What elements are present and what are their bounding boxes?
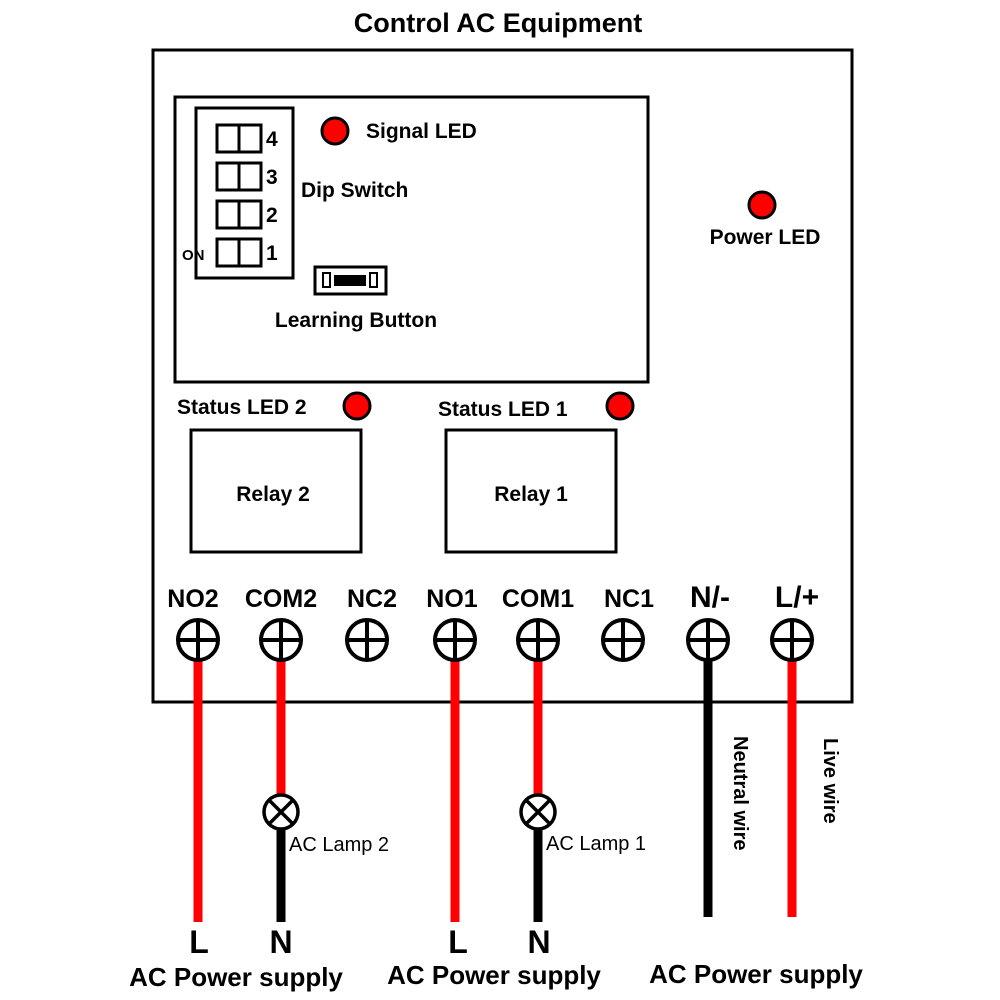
ac-lamp-2-icon (262, 793, 300, 831)
learning-button-label: Learning Button (275, 309, 437, 332)
ac-power-supply-label-2: AC Power supply (387, 960, 601, 990)
ac-power-supply-label-3: AC Power supply (649, 959, 863, 989)
terminal-label-com1: COM1 (502, 585, 574, 613)
wire-end-l-2: L (448, 924, 468, 960)
terminal-label-live: L/+ (775, 581, 819, 614)
dip-on-label: ON (182, 247, 205, 264)
dip-switch-1 (215, 237, 263, 268)
dip-switch-3 (215, 161, 263, 192)
terminal-label-nc1: NC1 (604, 585, 654, 613)
status-led-1-label: Status LED 1 (438, 398, 568, 421)
terminal-label-neutral: N/- (690, 581, 730, 614)
relay-2 (189, 428, 363, 554)
wire-end-n-1: N (269, 924, 292, 960)
terminal-no2 (176, 618, 220, 662)
ac-power-supply-label-1: AC Power supply (129, 962, 343, 992)
terminal-label-nc2: NC2 (347, 585, 397, 613)
relay-1 (444, 428, 618, 554)
dip-number-4: 4 (266, 128, 278, 151)
status-led-2-label: Status LED 2 (177, 396, 307, 419)
terminal-no1 (433, 618, 477, 662)
dip-switch-label: Dip Switch (301, 179, 408, 202)
terminal-label-no2: NO2 (167, 585, 218, 613)
relay-2-label: Relay 2 (236, 483, 310, 506)
terminal-label-no1: NO1 (426, 585, 478, 613)
terminal-neutral (686, 618, 730, 662)
relay-1-label: Relay 1 (494, 483, 568, 506)
dip-switch-4 (215, 123, 263, 154)
signal-led-label: Signal LED (366, 120, 477, 143)
status-led-2 (342, 391, 372, 421)
terminal-live (770, 618, 814, 662)
dip-number-2: 2 (266, 204, 278, 227)
ac-lamp-1-label: AC Lamp 1 (546, 833, 646, 855)
ac-lamp-1-icon (519, 793, 557, 831)
dip-switch-2 (215, 199, 263, 230)
dip-number-3: 3 (266, 166, 278, 189)
neutral-wire-label: Neutral wire (729, 736, 751, 850)
learning-button (313, 265, 388, 296)
terminal-com2 (259, 618, 303, 662)
diagram-title: Control AC Equipment (354, 8, 642, 38)
terminal-nc2 (345, 618, 389, 662)
live-wire-label: Live wire (819, 738, 841, 824)
terminal-label-com2: COM2 (245, 585, 317, 613)
ac-lamp-2-label: AC Lamp 2 (289, 834, 389, 856)
power-led-label: Power LED (710, 226, 821, 249)
wire-end-n-2: N (527, 924, 550, 960)
terminal-nc1 (601, 618, 645, 662)
power-led (747, 190, 777, 220)
signal-led (320, 116, 350, 146)
status-led-1 (605, 391, 635, 421)
terminal-com1 (516, 618, 560, 662)
wire-end-l-1: L (189, 924, 209, 960)
dip-number-1: 1 (266, 242, 278, 265)
